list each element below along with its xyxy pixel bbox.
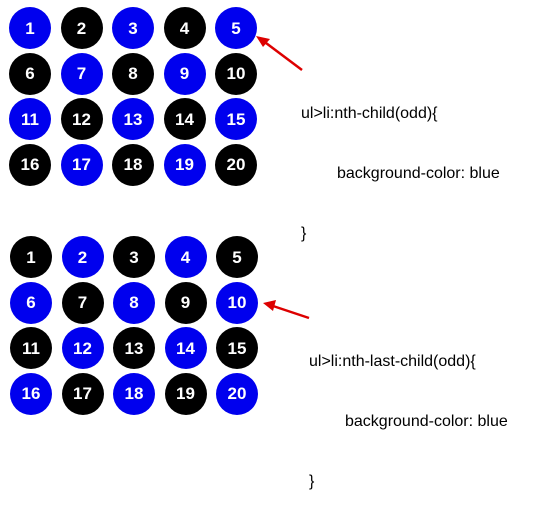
list-item-circle: 13 <box>113 327 155 369</box>
arrow-pointer-icons <box>256 36 310 320</box>
list-item-circle: 1 <box>9 7 51 49</box>
list-item-circle: 4 <box>164 236 207 278</box>
list-item-circle: 15 <box>215 98 257 140</box>
arrow-top-icon <box>256 36 303 71</box>
arrow-bottom-icon <box>263 300 310 320</box>
css-closing-brace: } <box>301 225 307 242</box>
list-item-circle: 16 <box>9 143 51 186</box>
list-item-circle: 13 <box>112 98 154 140</box>
list-item-circle: 5 <box>215 7 257 49</box>
nth-child-code-block: ul>li:nth-child(odd){ background-color: … <box>301 64 500 264</box>
css-selector-line: ul>li:nth-child(odd){ <box>301 105 438 122</box>
list-item-circle: 3 <box>112 7 154 49</box>
list-item-circle: 3 <box>113 236 155 278</box>
list-item-circle: 14 <box>164 327 207 369</box>
list-item-circle: 2 <box>60 7 103 49</box>
list-item-circle: 10 <box>216 281 258 324</box>
list-item-circle: 17 <box>61 372 104 415</box>
list-item-circle: 12 <box>61 327 104 369</box>
list-item-circle: 6 <box>10 281 52 324</box>
list-item-circle: 20 <box>216 372 258 415</box>
list-item-circle: 17 <box>60 143 103 186</box>
list-item-circle: 14 <box>163 98 206 140</box>
list-item-circle: 16 <box>10 372 52 415</box>
list-item-circle: 8 <box>112 52 154 95</box>
list-item-circle: 6 <box>9 52 51 95</box>
list-item-circle: 20 <box>215 143 257 186</box>
list-item-circle: 15 <box>216 327 258 369</box>
list-item-circle: 7 <box>61 281 104 324</box>
list-item-circle: 4 <box>163 7 206 49</box>
css-property-line: background-color: blue <box>337 165 500 182</box>
list-item-circle: 11 <box>9 98 51 140</box>
list-item-circle: 5 <box>216 236 258 278</box>
list-item-circle: 9 <box>163 52 206 95</box>
list-item-circle: 10 <box>215 52 257 95</box>
list-item-circle: 2 <box>61 236 104 278</box>
nth-last-child-code-block: ul>li:nth-last-child(odd){ background-co… <box>309 312 508 512</box>
list-item-circle: 19 <box>163 143 206 186</box>
list-item-circle: 8 <box>113 281 155 324</box>
list-item-circle: 1 <box>10 236 52 278</box>
css-closing-brace: } <box>309 473 315 490</box>
list-item-circle: 12 <box>60 98 103 140</box>
list-item-circle: 11 <box>10 327 52 369</box>
list-item-circle: 18 <box>113 372 155 415</box>
list-item-circle: 18 <box>112 143 154 186</box>
list-item-circle: 9 <box>164 281 207 324</box>
css-selector-line: ul>li:nth-last-child(odd){ <box>309 353 476 370</box>
list-item-circle: 19 <box>164 372 207 415</box>
css-property-line: background-color: blue <box>345 413 508 430</box>
list-item-circle: 7 <box>60 52 103 95</box>
